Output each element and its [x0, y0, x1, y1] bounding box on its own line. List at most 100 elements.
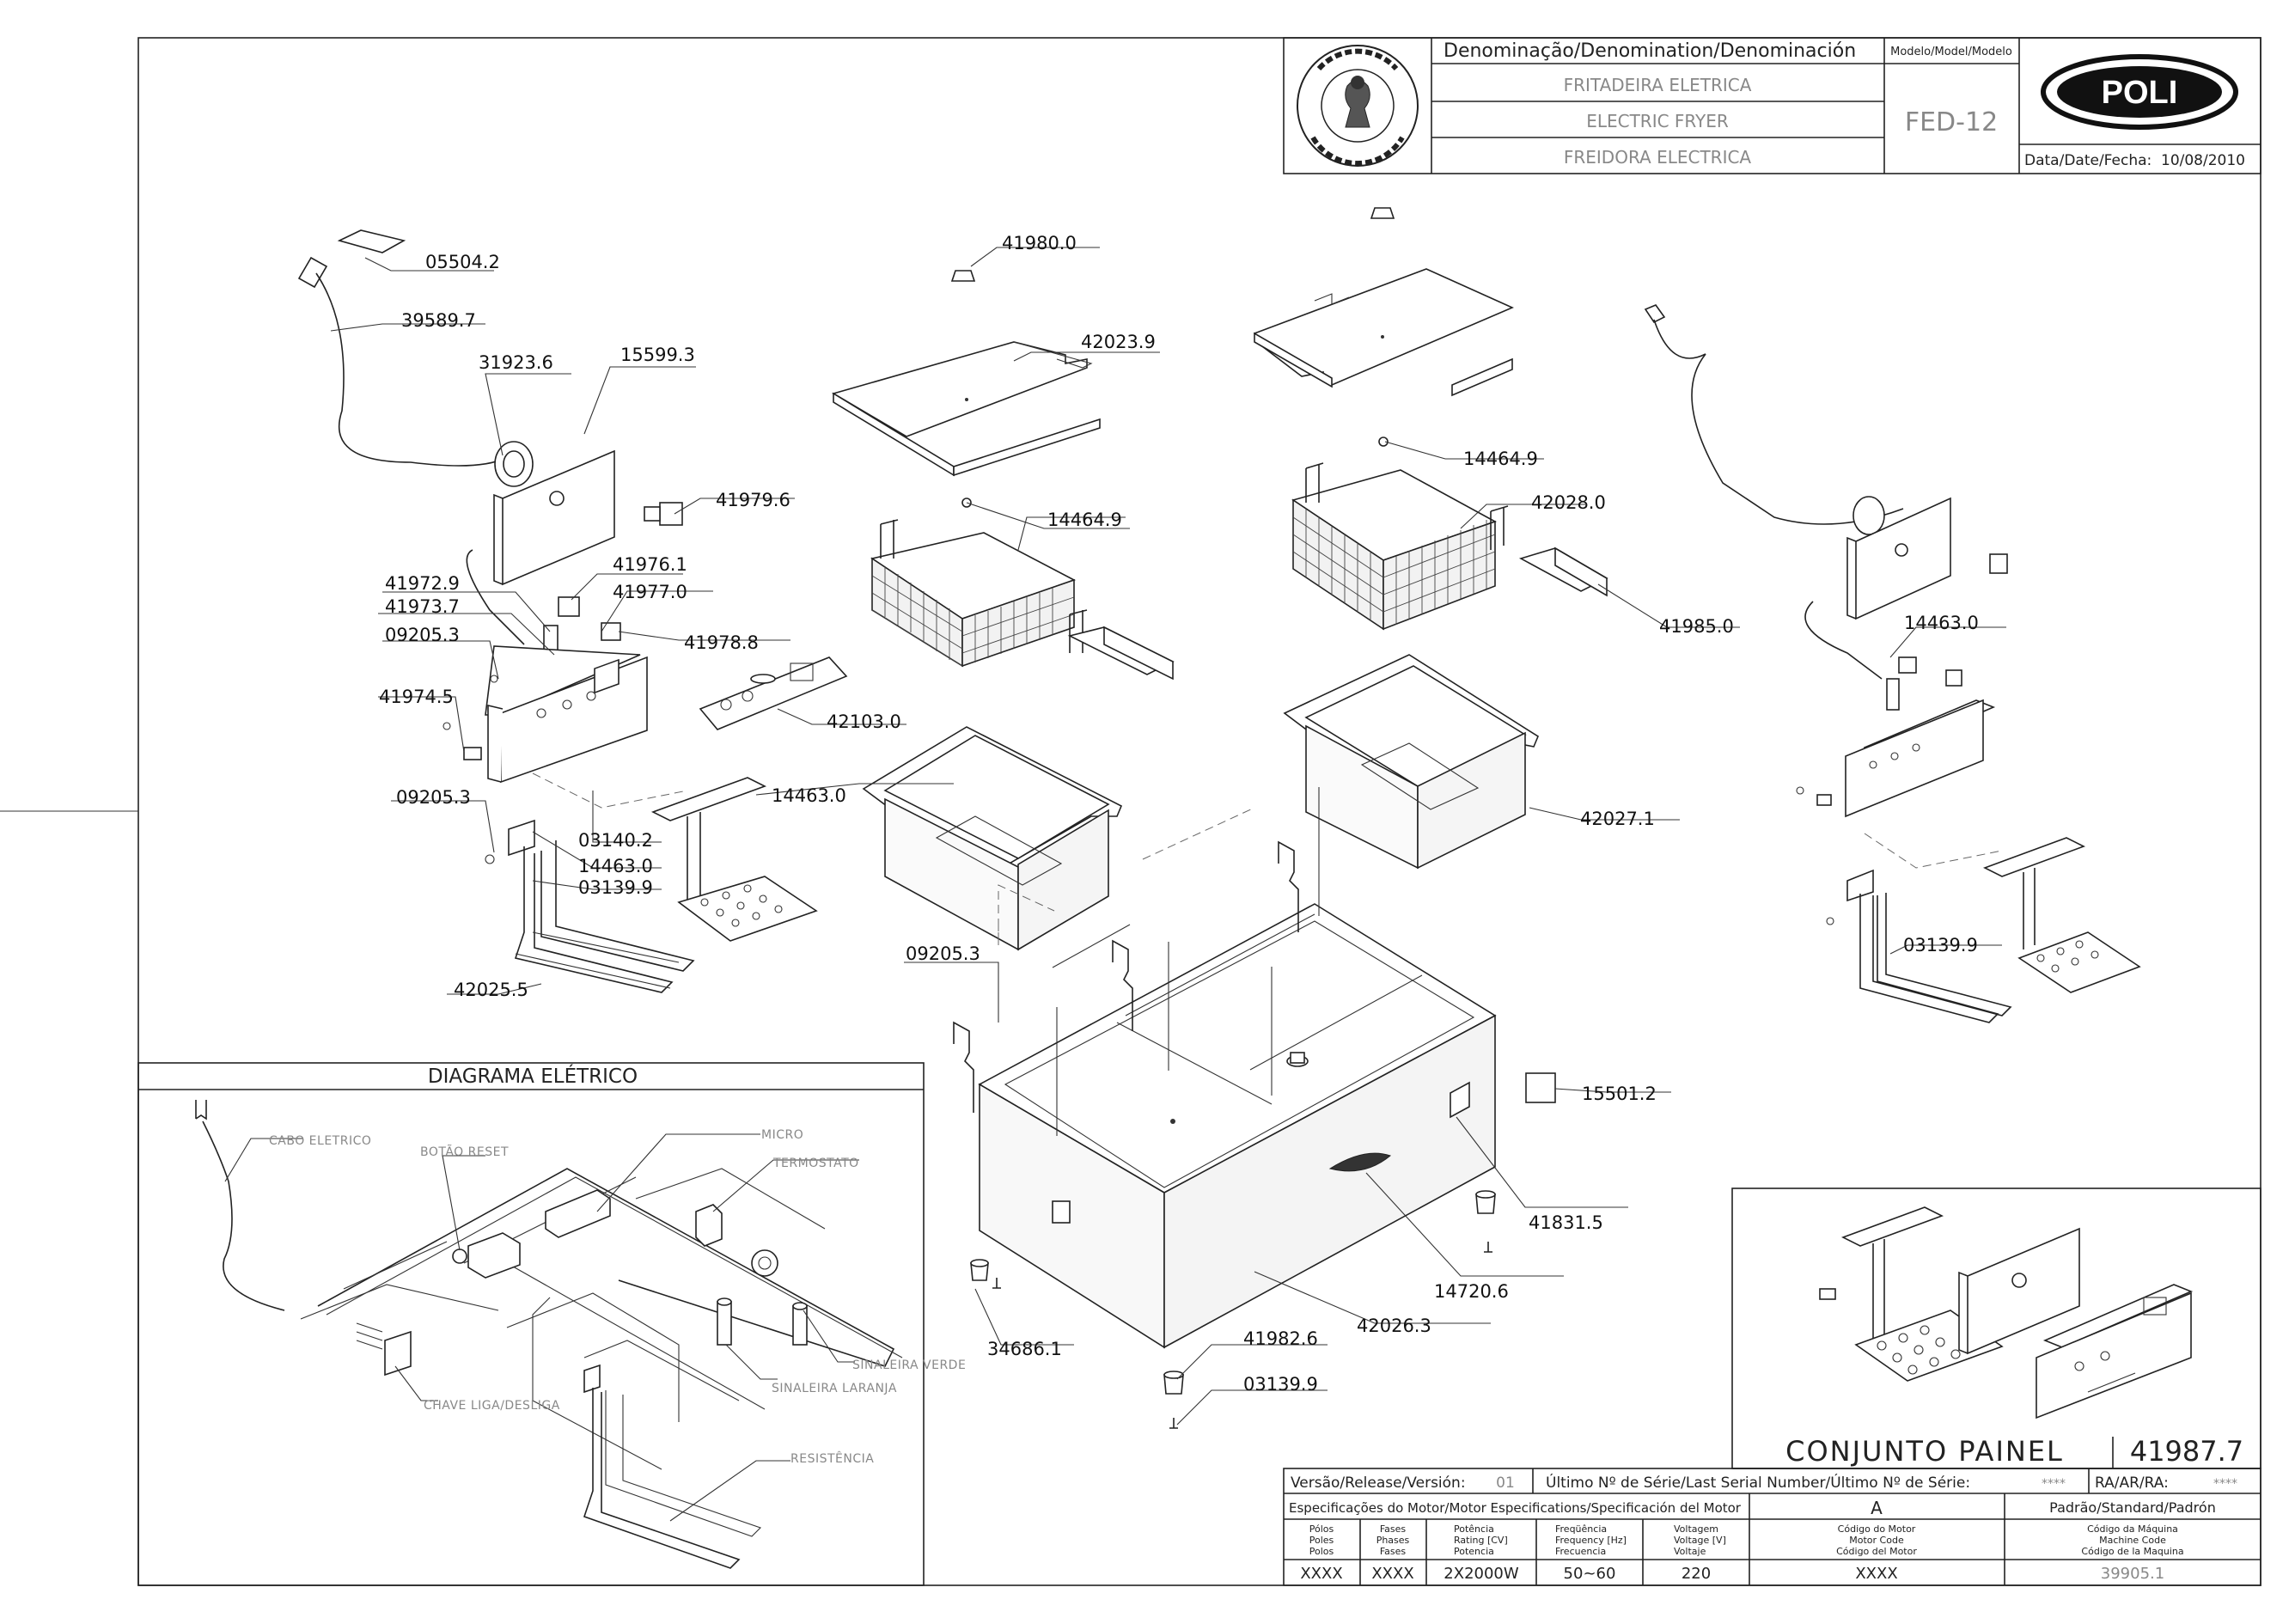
right-unit-exploded	[1644, 304, 2141, 1023]
name-es: FREIDORA ELECTRICA	[1564, 147, 1752, 168]
panel-assembly-box: CONJUNTO PAINEL 41987.7	[1731, 1187, 2261, 1469]
val-phases: XXXX	[1371, 1565, 1413, 1583]
left-unit-exploded	[297, 229, 848, 993]
wire-label-sinaleira-laranja: SINALEIRA LARANJA	[772, 1382, 897, 1395]
panel-assembly-title: CONJUNTO PAINEL	[1785, 1435, 2064, 1468]
poli-logo: POLI	[2041, 54, 2238, 130]
part-label: 42103.0	[827, 711, 901, 732]
wire-label-resistencia: RESISTÊNCIA	[790, 1450, 874, 1466]
date-label: Data/Date/Fecha:	[2024, 152, 2152, 169]
part-label: 41974.5	[379, 687, 454, 707]
part-label: 41976.1	[613, 554, 687, 575]
part-label: 03139.9	[1243, 1374, 1318, 1395]
wire-label-micro: MICRO	[761, 1128, 803, 1142]
hdr-motorcode-en: Motor Code	[1849, 1535, 1904, 1546]
hdr-machinecode-es: Código de la Maquina	[2081, 1546, 2183, 1557]
part-label: 42026.3	[1357, 1316, 1431, 1336]
hdr-volt-es: Voltaje	[1674, 1546, 1706, 1557]
part-label: 41972.9	[385, 573, 460, 594]
electrical-diagram-title: DIAGRAMA ELÉTRICO	[428, 1064, 638, 1088]
authorized-service-seal	[1297, 45, 1419, 167]
hdr-freq-es: Frecuencia	[1555, 1546, 1606, 1557]
part-label: 39589.7	[401, 310, 476, 331]
part-label: 41982.6	[1243, 1328, 1318, 1349]
part-label: 41977.0	[613, 582, 687, 602]
hdr-rating-es: Potencia	[1454, 1546, 1494, 1557]
part-label: 03139.9	[578, 877, 653, 898]
hdr-phases-en: Phases	[1376, 1535, 1410, 1546]
part-label: 41985.0	[1659, 616, 1734, 637]
part-label: 09205.3	[906, 943, 980, 964]
hdr-volt-en: Voltage [V]	[1674, 1535, 1726, 1546]
val-poles: XXXX	[1300, 1565, 1342, 1583]
part-label: 03139.9	[1903, 935, 1978, 955]
ra-label: RA/AR/RA:	[2095, 1474, 2169, 1492]
val-machine-code: 39905.1	[2101, 1565, 2164, 1583]
part-label: 15599.3	[620, 345, 695, 365]
hdr-freq-pt: Freqüência	[1555, 1523, 1607, 1535]
part-label: 14464.9	[1463, 449, 1538, 469]
part-label: 05504.2	[425, 252, 500, 272]
leader-lines	[330, 247, 2006, 1426]
part-label: 09205.3	[396, 787, 471, 808]
hdr-machinecode-pt: Código da Máquina	[2087, 1523, 2178, 1535]
val-voltage: 220	[1682, 1565, 1711, 1583]
ra-value: ****	[2213, 1477, 2237, 1491]
hdr-poles-es: Polos	[1309, 1546, 1334, 1557]
version-value: 01	[1496, 1474, 1515, 1492]
version-label: Versão/Release/Versión:	[1291, 1474, 1466, 1492]
part-label: 15501.2	[1582, 1084, 1657, 1104]
hdr-rating-pt: Potência	[1454, 1523, 1494, 1535]
part-label: 14463.0	[772, 785, 846, 806]
val-rating: 2X2000W	[1444, 1565, 1519, 1583]
val-motor-code: XXXX	[1855, 1565, 1897, 1583]
hdr-machinecode-en: Machine Code	[2099, 1535, 2166, 1546]
denomination-header: Denominação/Denomination/Denominación	[1444, 40, 1856, 62]
serial-value: ****	[2042, 1477, 2066, 1491]
center-left-exploded	[831, 270, 1175, 951]
serial-label: Último Nº de Série/Last Serial Number/Úl…	[1546, 1473, 1970, 1492]
wire-label-sinaleira-verde: SINALEIRA VERDE	[852, 1358, 966, 1372]
wire-label-cabo: CABO ELETRICO	[269, 1134, 371, 1148]
part-label: 41831.5	[1529, 1212, 1603, 1233]
part-label: 42025.5	[454, 980, 528, 1000]
part-label: 14463.0	[578, 856, 653, 876]
part-label: 41978.8	[684, 632, 759, 653]
date-value: 10/08/2010	[2161, 152, 2245, 169]
val-frequency: 50~60	[1564, 1565, 1616, 1583]
main-cabinet	[953, 787, 1556, 1429]
footer-table: Versão/Release/Versión: 01 Último Nº de …	[1283, 1468, 2261, 1586]
part-labels: 05504.2 39589.7 31923.6 15599.3 41979.6 …	[379, 233, 1979, 1395]
part-label: 14463.0	[1904, 613, 1979, 633]
part-label: 14720.6	[1434, 1281, 1509, 1302]
panel-assembly-code: 41987.7	[2130, 1435, 2243, 1468]
name-en: ELECTRIC FRYER	[1586, 111, 1729, 131]
part-label: 31923.6	[479, 352, 553, 373]
wire-label-chave: CHAVE LIGA/DESLIGA	[424, 1399, 560, 1413]
hdr-poles-en: Poles	[1309, 1535, 1334, 1546]
model-header: Modelo/Model/Modelo	[1890, 46, 2012, 58]
hdr-phases-es: Fases	[1380, 1546, 1407, 1557]
model-code: FED-12	[1905, 107, 1998, 137]
electrical-diagram: DIAGRAMA ELÉTRICO	[137, 1062, 966, 1586]
part-label: 41980.0	[1002, 233, 1077, 253]
part-label: 03140.2	[578, 830, 653, 851]
wire-label-termostato: TERMOSTATO	[772, 1157, 859, 1170]
hdr-rating-en: Rating [CV]	[1454, 1535, 1508, 1546]
hdr-volt-pt: Voltagem	[1674, 1523, 1718, 1535]
part-label: 42028.0	[1531, 492, 1606, 513]
name-pt: FRITADEIRA ELETRICA	[1564, 75, 1752, 95]
part-label: 09205.3	[385, 625, 460, 645]
hdr-phases-pt: Fases	[1380, 1523, 1407, 1535]
part-label: 41979.6	[716, 490, 790, 510]
wire-label-reset: BOTÃO RESET	[420, 1145, 509, 1159]
svg-text:POLI: POLI	[2102, 75, 2178, 111]
motor-spec-label: Especificações do Motor/Motor Especifica…	[1289, 1500, 1742, 1516]
part-label: 42023.9	[1081, 332, 1156, 352]
hdr-poles-pt: Pólos	[1309, 1523, 1334, 1535]
part-label: 14464.9	[1047, 510, 1122, 530]
part-label: 41973.7	[385, 596, 460, 617]
hdr-motorcode-pt: Código do Motor	[1838, 1523, 1916, 1535]
hdr-motorcode-es: Código del Motor	[1836, 1546, 1917, 1557]
